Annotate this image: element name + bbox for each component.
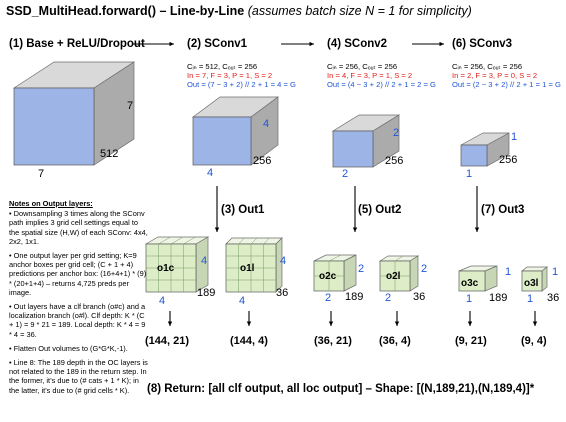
o3c-dim-h: 1 [505,266,512,278]
o1c-cube-grid-line [170,236,184,245]
arrow-flatten-3-head [394,321,400,326]
stage-label-sconv2: (4) SConv2 [327,38,388,50]
note-item: • One output layer per grid setting; K=9… [9,251,147,297]
arrow-sconv3-to-out3-head [474,227,480,232]
arrow-sconv2-to-sconv3-head [439,41,444,47]
o2l-shape: (36, 4) [379,335,411,347]
o2l-dim-d: 36 [413,291,426,303]
o3l-cube-front-face [521,270,543,292]
notes-panel: Notes on Output layers: • Downsampling 3… [9,199,149,400]
arrow-flatten-1-head [246,321,252,326]
o1c-cube-grid-line [158,236,171,245]
o2c-cube-grid-line [328,254,342,262]
out2-label: (5) Out2 [358,204,402,216]
base-dim-d: 512 [100,148,119,160]
base-dim-w: 7 [38,168,45,180]
return-statement: (8) Return: [all clf output, all loc out… [147,383,535,395]
sconv1-params: Cᵢₙ = 512, Cₒᵤₜ = 256 In = 7, F = 3, P =… [187,62,296,89]
sconv3-dim-w: 1 [466,168,473,180]
o2c-dim-d: 189 [345,291,364,303]
o2l-cube-grid-line [394,255,404,262]
sconv3-dim-h: 1 [511,131,518,143]
note-item: • Flatten Out volumes to (G*G*K,-1). [9,343,128,353]
base-dim-h: 7 [127,100,134,112]
arrow-flatten-0-head [167,321,173,326]
o1l-dim-h: 4 [280,255,287,267]
arrow-flatten-5-head [532,321,538,326]
o1c-name: o1c [157,263,175,274]
o3l-dim-w: 1 [527,293,534,305]
o2c-cube-side-face [343,254,357,292]
arrow-sconv1-to-sconv2-head [309,41,314,47]
out3-label: (7) Out3 [481,204,525,216]
o1l-name: o1l [240,263,255,274]
sconv1-dim-w: 4 [207,167,214,179]
o2c-dim-h: 2 [358,263,365,275]
base-cube-front-face [13,87,95,166]
o1l-cube-grid-line [263,237,270,245]
stage-label-sconv1: (2) SConv1 [187,38,248,50]
o2l-dim-h: 2 [421,263,428,275]
o2l-dim-w: 2 [385,292,392,304]
o1l-cube-grid-line [250,237,258,245]
page-title: SSD_MultiHead.forward() – Line-by-Line (… [6,4,472,18]
stage-label-sconv3: (6) SConv3 [452,38,513,50]
o1c-dim-h: 4 [201,255,208,267]
o1c-dim-w: 4 [159,295,166,307]
notes-heading: Notes on Output layers: [9,199,93,208]
sconv3-params: Cᵢₙ = 256, Cₒᵤₜ = 256 In = 2, F = 3, P =… [452,62,561,89]
o3l-name: o3l [524,278,539,289]
sconv1-dim-h: 4 [263,118,270,130]
sconv1-cube-front-face [192,116,252,166]
note-item: • Line 8: The 189 depth in the OC layers… [9,358,148,395]
o1c-cube-grid-line [183,236,196,245]
o2c-dim-w: 2 [325,292,332,304]
o1c-dim-d: 189 [197,287,216,299]
o3l-shape: (9, 4) [521,335,547,347]
sconv2-dim-w: 2 [342,168,349,180]
o2c-name: o2c [319,271,337,282]
o3l-dim-d: 36 [547,292,560,304]
o1l-shape: (144, 4) [230,335,268,347]
o3c-dim-d: 189 [489,292,508,304]
o2l-cube-side-face [409,255,419,292]
arrow-sconv1-to-out1-head [214,227,220,232]
stage-label-base: (1) Base + ReLU/Dropout [9,38,145,50]
out1-label: (3) Out1 [221,204,265,216]
sconv3-dim-d: 256 [499,154,518,166]
sconv3-cube-front-face [460,144,488,167]
o2l-name: o2l [386,271,401,282]
o3c-name: o3c [461,278,479,289]
o1l-cube-grid-line [238,237,245,245]
o3c-cube-front-face [458,270,486,292]
o3c-shape: (9, 21) [455,335,487,347]
arrow-base-to-sconv1-head [169,41,174,47]
o2c-shape: (36, 21) [314,335,352,347]
o1c-shape: (144, 21) [145,335,190,347]
sconv2-cube-front-face [332,130,374,168]
note-item: • Out layers have a clf branch (o#c) and… [9,302,146,339]
note-item: • Downsampling 3 times along the SConv p… [9,209,148,246]
o3c-dim-w: 1 [466,293,473,305]
sconv2-params: Cᵢₙ = 256, Cₒᵤₜ = 256 In = 4, F = 3, P =… [327,62,436,89]
sconv1-dim-d: 256 [253,155,272,167]
o1l-dim-w: 4 [239,295,246,307]
arrow-flatten-2-head [328,321,334,326]
arrow-flatten-4-head [467,321,473,326]
o3l-cube-side-face [541,266,548,292]
o1l-dim-d: 36 [276,287,289,299]
arrow-sconv2-to-out2-head [352,227,358,232]
o3l-dim-h: 1 [552,266,559,278]
sconv2-dim-h: 2 [393,127,400,139]
sconv2-dim-d: 256 [385,155,404,167]
